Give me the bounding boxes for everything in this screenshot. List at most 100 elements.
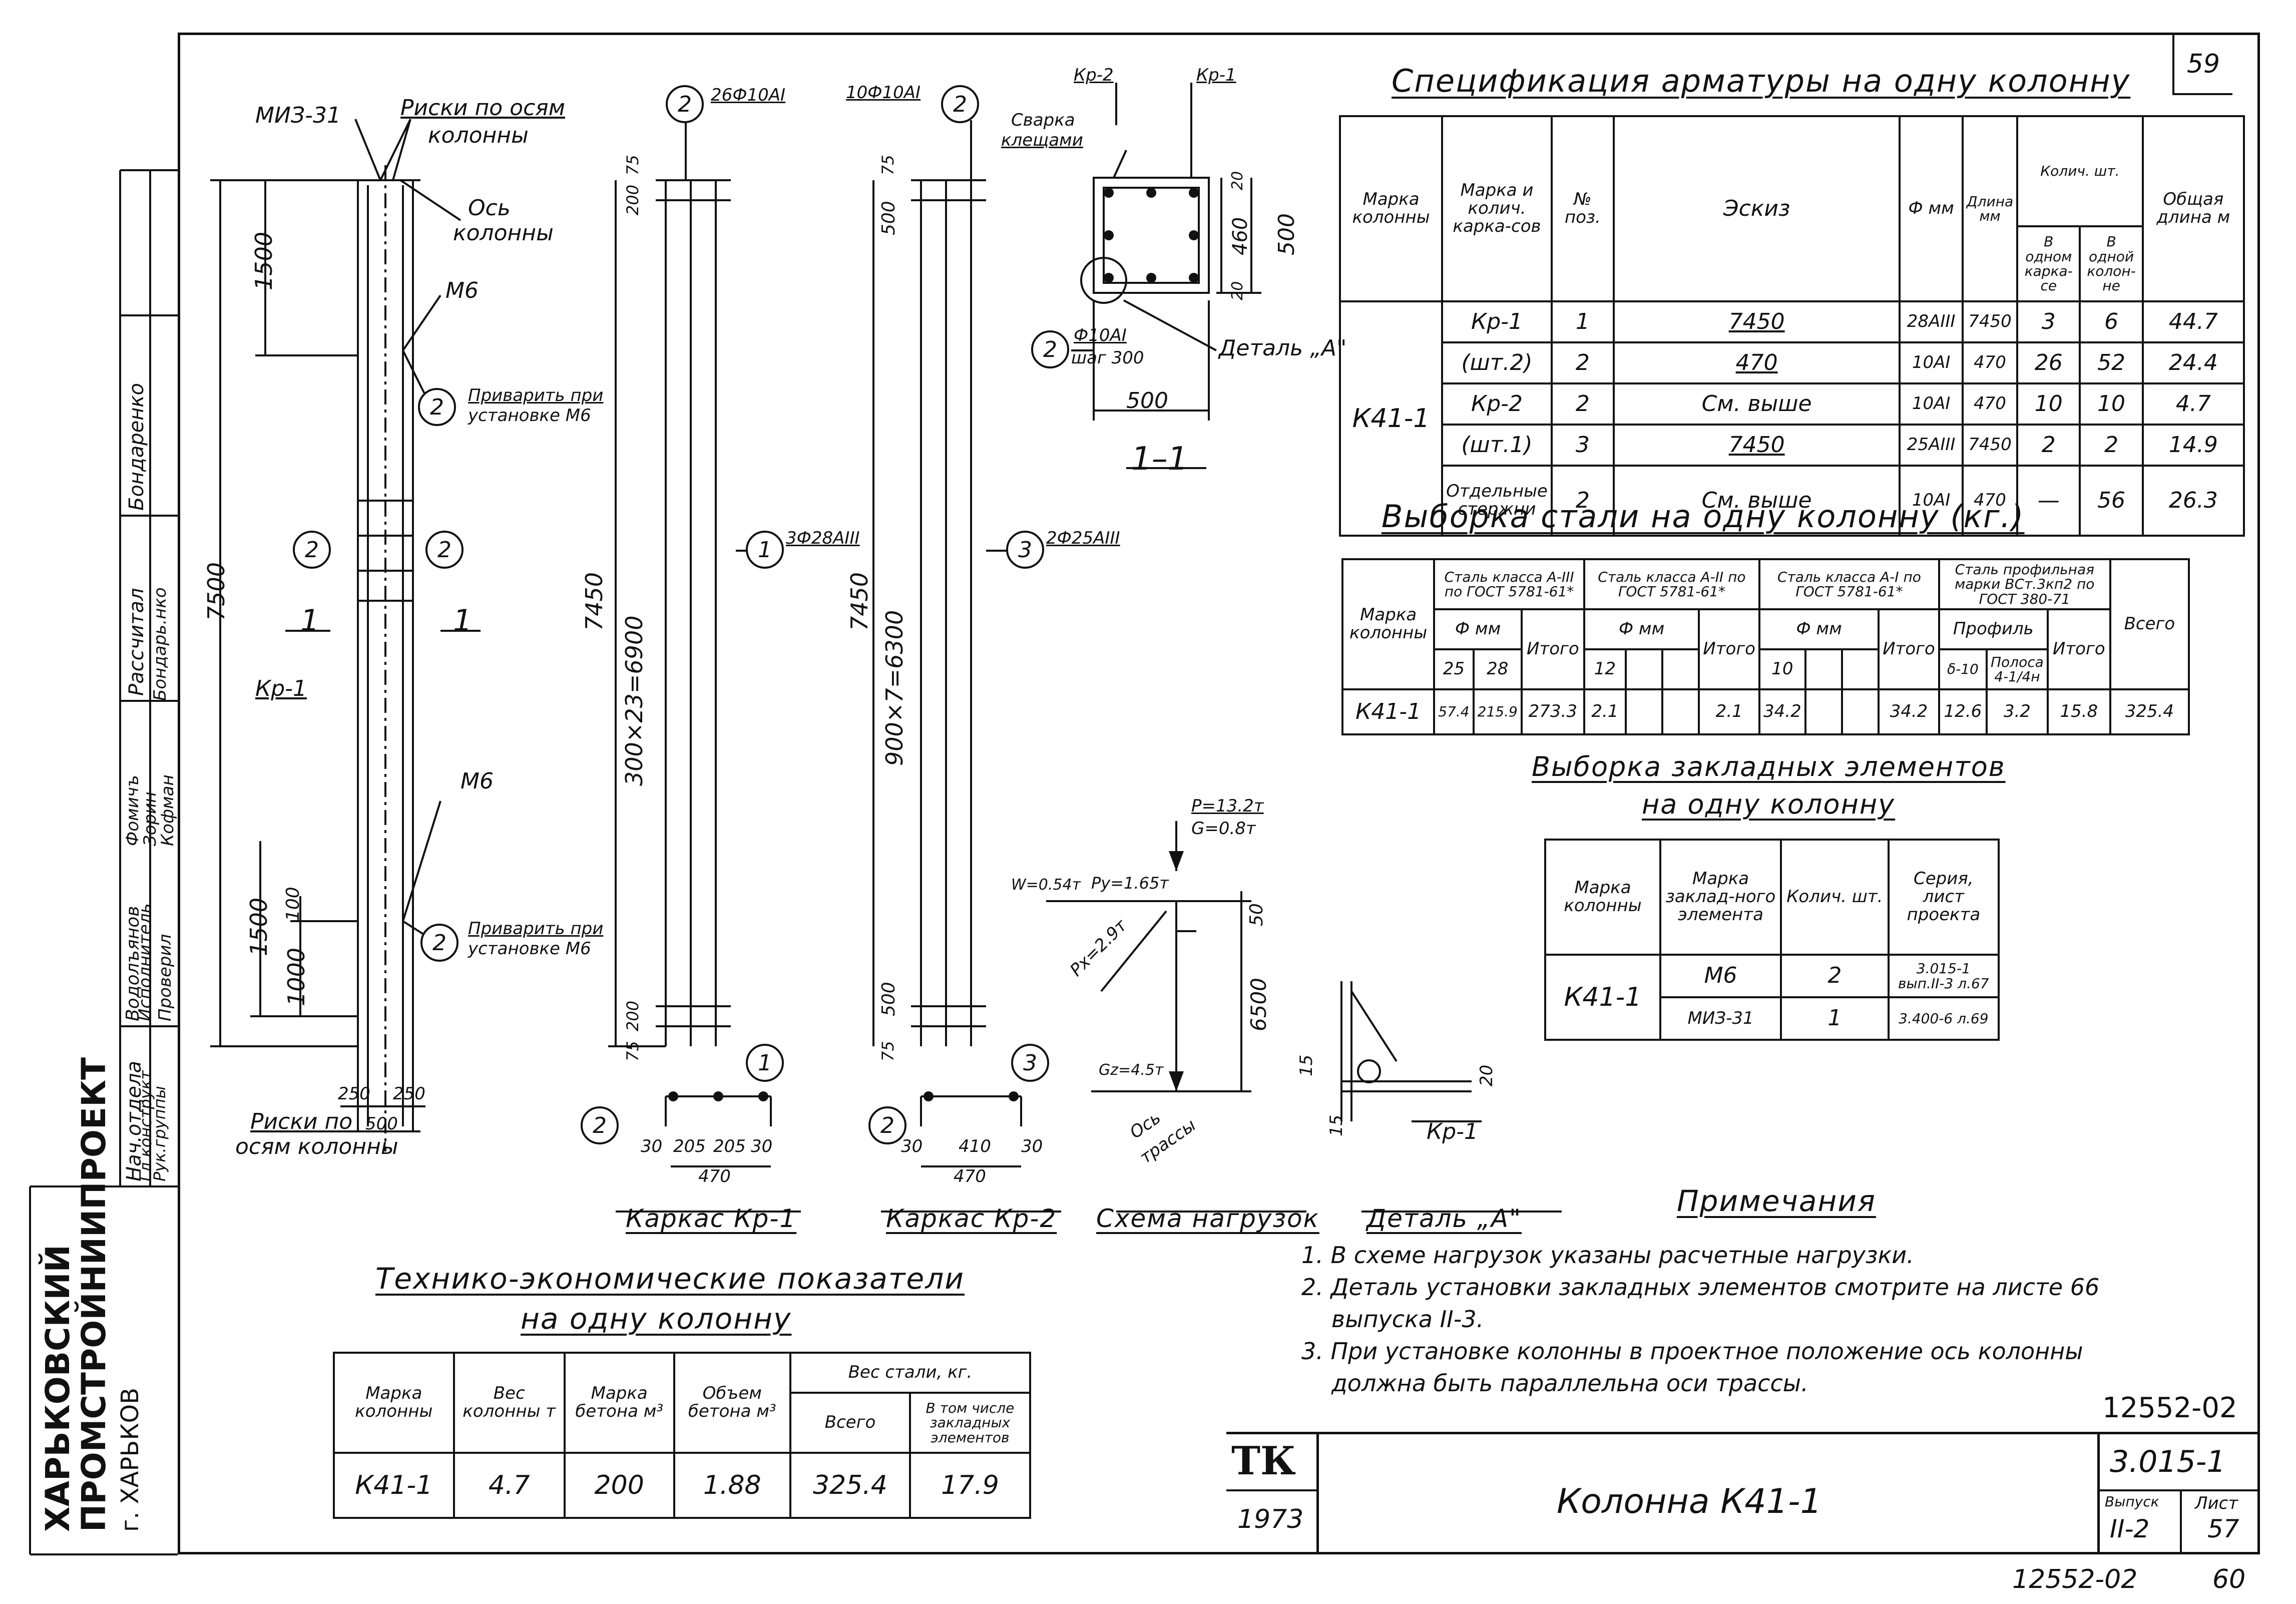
note-item: 1. В схеме нагрузок указаны расчетные на…	[1301, 1242, 1914, 1269]
spec-h-len: Длина мм	[1961, 115, 2019, 302]
sec-kr1: Кр-1	[1196, 65, 1236, 85]
bottom-page: 60	[2212, 1564, 2246, 1594]
kr1-width: 470	[698, 1166, 731, 1186]
spec-h-qty-frame: В одном карка-се	[2016, 225, 2081, 302]
tk-cell: ТК 1973	[1226, 1434, 1319, 1554]
steel-phi: Ф мм	[1583, 608, 1700, 650]
spec-diam: 10АI	[1899, 465, 1964, 537]
dim-7450-kr2: 7450	[846, 572, 873, 631]
position-circle-1: 1	[746, 1044, 784, 1082]
bottom-code: 12552-02	[2012, 1564, 2138, 1594]
drawing-frame	[178, 33, 2260, 1554]
spec-h-mark: Марка колонны	[1338, 115, 1444, 302]
spec-qc: 56	[2079, 465, 2144, 537]
spec-h-frame: Марка и колич. карка-сов	[1441, 115, 1553, 302]
kr1-dim: 205	[713, 1136, 746, 1156]
spec-frame: Отдельные стержни	[1441, 465, 1553, 537]
steel-h-g2: Сталь класса А-II по ГОСТ 5781-61*	[1583, 558, 1761, 610]
steel-it3: 34.2	[1878, 688, 1940, 735]
tech-title-2: на одну колонну	[521, 1302, 792, 1336]
spec-len: 470	[1961, 382, 2019, 426]
spec-qc: 2	[2079, 424, 2144, 467]
series: 3.015-1	[2110, 1444, 2226, 1479]
notes-title: Примечания	[1677, 1184, 1876, 1218]
steel-h-g3: Сталь класса А-I по ГОСТ 5781-61*	[1758, 558, 1940, 610]
steel-empty	[1804, 688, 1843, 735]
doc-code-top: 12552-02	[2102, 1392, 2237, 1424]
dim-300x23: 300×23=6900	[621, 615, 648, 786]
label-m6-bottom: М6	[461, 768, 494, 794]
label-f3: 3Ф28АIII	[786, 528, 860, 548]
sec-dim-460: 460	[1229, 217, 1252, 255]
position-circle-2: 2	[425, 531, 464, 569]
steel-v25: 57.4	[1433, 688, 1475, 735]
steel-itogo: Итого	[1520, 608, 1585, 690]
det-dim-15-b: 15	[1326, 1114, 1346, 1136]
tk-divider	[1226, 1489, 1316, 1491]
load-dim-50: 50	[1246, 903, 1267, 926]
title-block: ТК 1973 Колонна К41-1 3.015-1 Выпуск II-…	[1226, 1432, 2260, 1554]
sec-dim-20-bot: 20	[1229, 281, 1246, 300]
label-os-2: колонны	[453, 220, 554, 246]
drawing-title: Колонна К41-1	[1557, 1482, 1822, 1521]
position-circle-3: 3	[1011, 1044, 1049, 1082]
kr1-dim: 30	[751, 1136, 773, 1156]
spec-table: Марка колонны Марка и колич. карка-сов №…	[1338, 115, 2245, 537]
position-circle-3: 3	[1006, 531, 1044, 569]
position-circle-1: 1	[746, 531, 784, 569]
emb-h-el: Марка заклад-ного элемента	[1659, 839, 1782, 956]
load-p: P=13.2т	[1191, 796, 1264, 816]
steel-p2: Полоса 4-1/4н	[1986, 648, 2049, 690]
steel-total: 325.4	[2109, 688, 2190, 735]
label-riski-bot-1: Риски по	[250, 1109, 353, 1134]
stamp-name: Водолъянов	[123, 906, 143, 1021]
dim-75-kr1-top: 75	[623, 155, 642, 175]
dim-7450-kr1: 7450	[581, 572, 608, 631]
position-circle-2: 2	[418, 388, 456, 426]
spec-total: 44.7	[2141, 300, 2245, 343]
steel-empty	[1661, 648, 1700, 690]
spec-diam: 10АI	[1899, 382, 1964, 426]
spec-h-sketch: Эскиз	[1612, 115, 1901, 302]
steel-d25: 25	[1433, 648, 1475, 690]
position-circle-2: 2	[1031, 330, 1069, 368]
steel-empty	[1661, 688, 1700, 735]
steel-v12: 2.1	[1583, 688, 1627, 735]
emb-series: 3.400-6 л.69	[1887, 996, 2000, 1041]
spec-qf: 10	[2016, 382, 2081, 426]
steel-empty	[1624, 648, 1664, 690]
spec-len: 470	[1961, 465, 2019, 537]
tech-h-incl: В том числе закладных элементов	[908, 1392, 1032, 1454]
spec-h-qty: Колич. шт.	[2016, 115, 2144, 227]
spec-sketch: См. выше	[1612, 465, 1901, 537]
spec-sketch: 470	[1612, 341, 1901, 384]
spec-total: 24.4	[2141, 341, 2245, 384]
stamp-name: Кофман	[158, 774, 178, 846]
tech-h-concrete: Марка бетона м³	[563, 1352, 675, 1454]
steel-it1: 273.3	[1520, 688, 1585, 735]
label-f26: 26Ф10АI	[711, 85, 786, 105]
kr1-dim: 30	[641, 1136, 663, 1156]
steel-it2: 2.1	[1698, 688, 1760, 735]
spec-qc: 6	[2079, 300, 2144, 343]
sec-title: 1–1	[1131, 441, 1188, 478]
spec-total: 4.7	[2141, 382, 2245, 426]
steel-d12: 12	[1583, 648, 1627, 690]
spec-pos: 2	[1550, 341, 1615, 384]
dim-500-kr2-bot: 500	[878, 982, 899, 1016]
spec-h-qty-col: В одной колон-не	[2079, 225, 2144, 302]
load-g: G=0.8т	[1191, 819, 1256, 839]
spec-len: 470	[1961, 341, 2019, 384]
page-number: 59	[2172, 35, 2232, 95]
embedded-title-2: на одну колонну	[1642, 788, 1896, 820]
label-f2: 2Ф25АIII	[1046, 528, 1120, 548]
label-miz: МИЗ-31	[255, 103, 341, 128]
dim-200-kr1-top: 200	[623, 184, 642, 215]
spec-qf: 2	[2016, 424, 2081, 467]
sec-dim-20-top: 20	[1229, 171, 1246, 190]
dim-900x7: 900×7=6300	[881, 610, 908, 766]
kr2-width: 470	[954, 1166, 986, 1186]
kr2-title: Каркас Кр-2	[886, 1204, 1057, 1233]
spec-len: 7450	[1961, 300, 2019, 343]
label-svarka-1: Сварка	[1011, 110, 1075, 130]
